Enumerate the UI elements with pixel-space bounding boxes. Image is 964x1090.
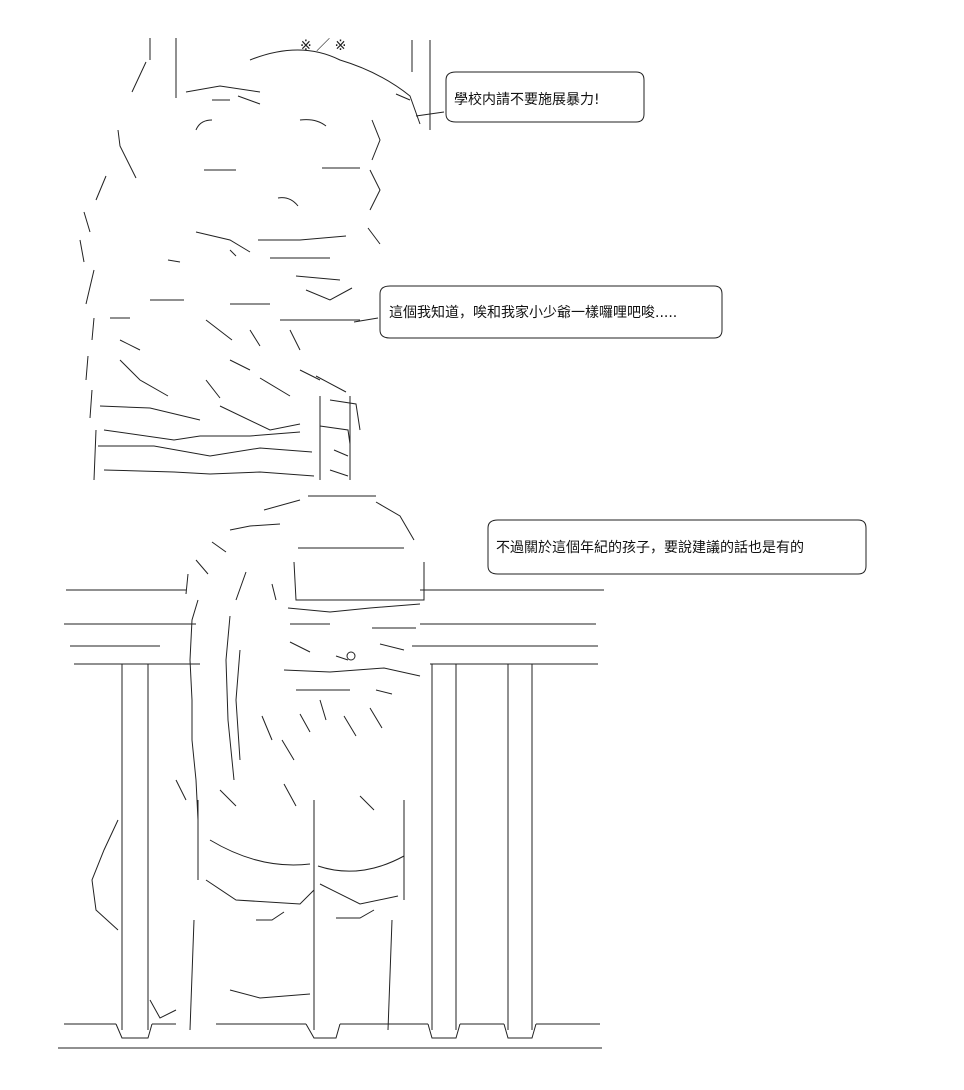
speech-bubble-2-text: 這個我知道，唉和我家小少爺一樣囉哩吧唆..... xyxy=(389,305,678,321)
speech-bubble-2-outline xyxy=(353,285,723,339)
lower-character-figure xyxy=(91,495,425,1031)
speech-bubble-3-text: 不過關於這個年紀的孩子，要說建議的話也是有的 xyxy=(496,540,804,556)
speech-bubble-1-outline xyxy=(415,71,645,123)
top-symbols: ※ ／ ※ xyxy=(300,38,346,54)
speech-bubble-1-text: 學校内請不要施展暴力! xyxy=(454,92,600,108)
speech-bubble-3-outline xyxy=(487,519,867,575)
upper-character-figure xyxy=(79,38,431,481)
railing xyxy=(58,589,604,1049)
